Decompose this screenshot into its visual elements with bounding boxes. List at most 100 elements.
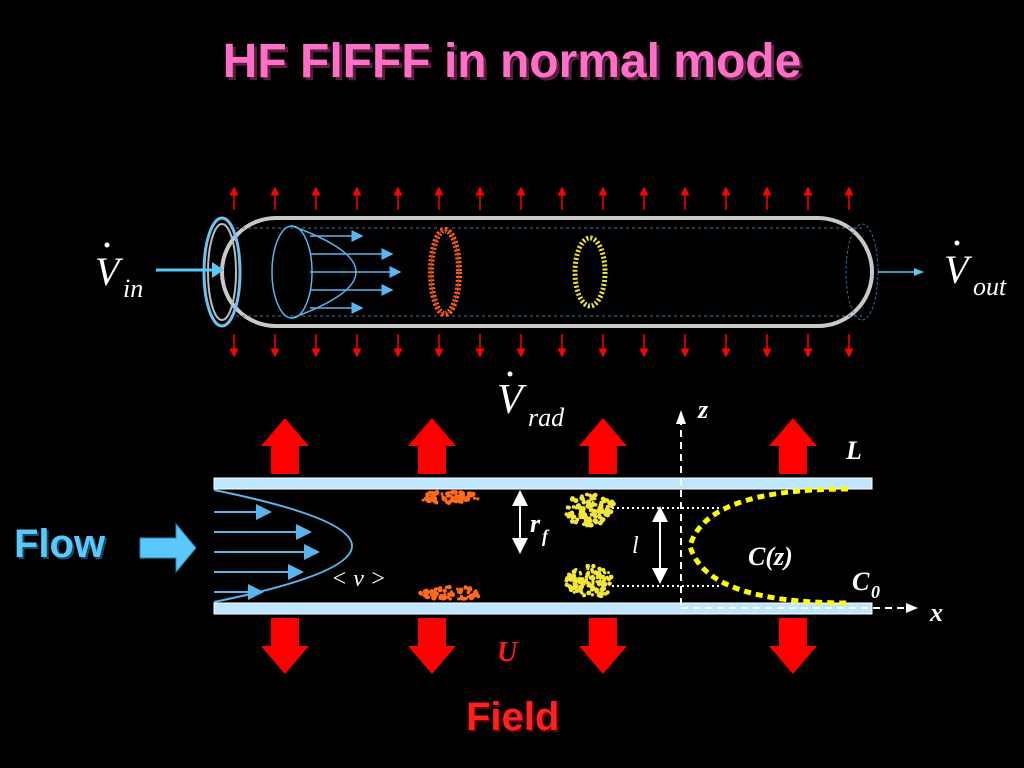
particle [446, 500, 452, 506]
particle [587, 590, 591, 595]
particle [571, 514, 577, 520]
particle [458, 587, 464, 593]
bottom-labels: < v > r f l C(z) C 0 z x L U [331, 395, 943, 668]
svg-text:V: V [497, 377, 527, 423]
particle [432, 496, 438, 502]
parabolic-flow-profile-top [291, 225, 402, 319]
accumulation-wall [213, 477, 873, 490]
particle [466, 586, 471, 591]
svg-text:in: in [123, 274, 143, 303]
particle [590, 568, 594, 572]
particle [605, 513, 610, 518]
particle [455, 587, 459, 591]
radial-arrows-up [229, 186, 854, 210]
outlet-flow-label: V out [944, 240, 1007, 301]
particle [607, 581, 612, 586]
flow-label: Flow [14, 522, 106, 566]
particle [579, 580, 584, 585]
particle [596, 580, 600, 584]
particle [438, 595, 443, 600]
particle [449, 498, 453, 502]
particle [600, 496, 606, 502]
field-arrow-up [579, 418, 627, 474]
particle [611, 501, 616, 507]
particle [460, 494, 466, 499]
particle [421, 498, 425, 502]
field-arrow-up [408, 418, 456, 474]
field-arrows-up [261, 418, 817, 474]
particle [567, 511, 571, 515]
particle [590, 574, 595, 579]
particle [565, 505, 570, 510]
radial-flow-label: V rad [497, 371, 565, 432]
particle [447, 584, 452, 590]
particle [605, 498, 610, 503]
outlet-arrow [878, 268, 924, 276]
field-arrows-down [261, 618, 817, 674]
particle [457, 499, 462, 504]
x-axis [681, 603, 918, 613]
particle [584, 515, 589, 520]
particle [574, 584, 579, 588]
particle-band-yellow [564, 492, 616, 599]
svg-text:V: V [944, 247, 973, 292]
particle [597, 566, 602, 571]
field-arrow-down [261, 618, 309, 674]
particle [596, 573, 601, 578]
particle [589, 587, 595, 592]
particle [568, 586, 575, 592]
c0-label-sub: 0 [871, 582, 880, 602]
channel-walls [213, 477, 873, 615]
particle [605, 590, 610, 595]
particle [469, 494, 474, 498]
l-dimension [612, 506, 720, 587]
particle [581, 497, 586, 502]
particle [592, 518, 597, 523]
particle [564, 582, 570, 588]
particle [585, 571, 591, 577]
svg-text:rad: rad [528, 403, 565, 432]
particle [456, 597, 461, 601]
particle [599, 586, 605, 592]
particle [464, 596, 468, 601]
particle [578, 584, 584, 590]
particle [605, 575, 609, 580]
particle [468, 593, 474, 599]
particle [605, 504, 610, 509]
particle [585, 580, 589, 585]
particle [601, 567, 606, 572]
radial-arrows-down [229, 334, 854, 358]
particle [420, 592, 424, 596]
profile-cross-section [271, 225, 313, 319]
particle [571, 569, 577, 575]
particle [437, 587, 443, 593]
parabolic-flow-profile-channel [213, 489, 353, 603]
particle [599, 503, 604, 508]
particle [591, 502, 596, 506]
particle [425, 594, 431, 600]
sample-zone-orange-ring [428, 227, 462, 317]
particle [590, 593, 595, 597]
particle [569, 510, 575, 516]
field-arrow-up [769, 418, 817, 474]
particle [607, 571, 610, 575]
particle [588, 508, 592, 513]
particle [423, 589, 427, 593]
particle [425, 492, 431, 498]
particle [571, 505, 576, 509]
particle [598, 579, 602, 583]
membrane-wall [213, 602, 873, 615]
channel-length-label: L [845, 436, 862, 465]
field-label: Field [466, 695, 560, 739]
particle [600, 583, 605, 588]
field-arrow-down [579, 618, 627, 674]
svg-text:out: out [973, 272, 1007, 301]
particle [442, 594, 447, 600]
particle [576, 578, 580, 582]
particle [441, 496, 447, 502]
particle [601, 574, 605, 579]
particle [447, 592, 451, 596]
particle [597, 514, 603, 520]
particle [453, 489, 458, 495]
